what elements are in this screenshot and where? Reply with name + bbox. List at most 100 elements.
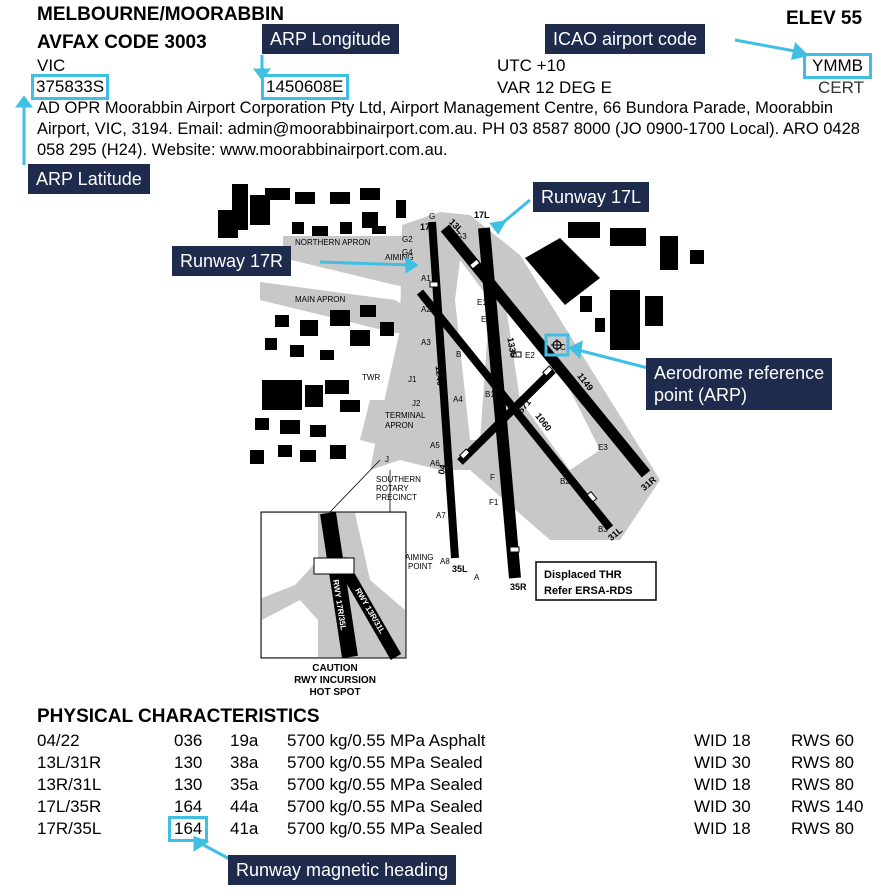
displaced-thr-line2: Refer ERSA-RDS bbox=[544, 585, 633, 597]
cell-heading: 036 bbox=[174, 731, 203, 750]
cell-pcn: 19a bbox=[230, 731, 259, 750]
cell-surface: 5700 kg/0.55 MPa Sealed bbox=[287, 819, 483, 838]
taxiway-g3: G3 bbox=[456, 232, 467, 241]
rwy-end-17l: 17L bbox=[474, 210, 490, 220]
taxiway-a3: A3 bbox=[421, 338, 431, 347]
main-apron bbox=[260, 282, 420, 333]
taxiway-g2: G2 bbox=[402, 235, 413, 244]
taxiway-e3: E3 bbox=[598, 443, 608, 452]
cell-heading: 130 bbox=[174, 775, 203, 794]
table-row: 04/22 036 19a 5700 kg/0.55 MPa Asphalt W… bbox=[0, 731, 886, 753]
table-row: 17R/35L 164 41a 5700 kg/0.55 MPa Sealed … bbox=[0, 816, 886, 842]
label-aiming: AIMING bbox=[385, 253, 413, 262]
avfax-code: AVFAX CODE 3003 bbox=[37, 32, 207, 53]
taxiway-b1: B1 bbox=[485, 390, 495, 399]
cell-runway: 17L/35R bbox=[37, 797, 102, 816]
taxiway-e2: E2 bbox=[525, 351, 535, 360]
cell-rws: RWS 80 bbox=[791, 753, 854, 772]
cell-rws: RWS 80 bbox=[791, 775, 854, 794]
terminal-apron bbox=[360, 400, 440, 450]
label-terminal-1: TERMINAL bbox=[385, 411, 426, 420]
rwy-end-35l: 35L bbox=[452, 564, 468, 574]
cell-rws: RWS 140 bbox=[791, 797, 864, 816]
cell-pcn: 38a bbox=[230, 753, 259, 772]
taxiway-b3: B3 bbox=[598, 525, 608, 534]
label-aiming-point-2: POINT bbox=[408, 562, 433, 571]
taxiway-a1: A1 bbox=[421, 274, 431, 283]
taxiway-j1: J1 bbox=[408, 375, 417, 384]
cell-runway: 17R/35L bbox=[37, 819, 102, 838]
callout-arp-latitude: ARP Latitude bbox=[28, 164, 150, 194]
airport-name: MELBOURNE/MOORABBIN bbox=[37, 4, 284, 25]
buildings bbox=[218, 184, 704, 464]
label-terminal-2: APRON bbox=[385, 421, 414, 430]
label-southern-1: SOUTHERN bbox=[376, 475, 421, 484]
callout-arp-line2: point (ARP) bbox=[654, 385, 748, 405]
cell-runway: 04/22 bbox=[37, 731, 80, 750]
cell-pcn: 44a bbox=[230, 797, 259, 816]
label-northern-apron: NORTHERN APRON bbox=[295, 238, 371, 247]
label-main-apron: MAIN APRON bbox=[295, 295, 345, 304]
cell-runway: 13L/31R bbox=[37, 753, 102, 772]
physical-title: PHYSICAL CHARACTERISTICS bbox=[37, 706, 320, 727]
taxiway-j: J bbox=[385, 455, 389, 464]
length-1335: 1335 bbox=[505, 337, 518, 358]
callout-icao-code: ICAO airport code bbox=[545, 24, 706, 54]
cell-width: WID 30 bbox=[694, 797, 751, 816]
rwy-end-35r: 35R bbox=[510, 582, 527, 592]
taxiway-f: F bbox=[490, 473, 495, 482]
taxiway-a: A bbox=[474, 573, 480, 582]
cell-runway: 13R/31L bbox=[37, 775, 102, 794]
taxiway-g4: G4 bbox=[402, 248, 413, 257]
elevation: ELEV 55 bbox=[786, 8, 863, 29]
taxiway-a2: A2 bbox=[421, 305, 431, 314]
taxiway-j2: J2 bbox=[412, 399, 421, 408]
taxiway-b2: B2 bbox=[560, 477, 570, 486]
rwy-end-04: 04 bbox=[436, 464, 448, 476]
taxiway-f1: F1 bbox=[489, 498, 499, 507]
cell-heading: 130 bbox=[174, 753, 203, 772]
label-twr: TWR bbox=[362, 373, 380, 382]
runway-17r-35l bbox=[428, 221, 459, 559]
table-row: 17L/35R 164 44a 5700 kg/0.55 MPa Sealed … bbox=[0, 797, 886, 819]
cell-surface: 5700 kg/0.55 MPa Sealed bbox=[287, 797, 483, 816]
state: VIC bbox=[37, 56, 66, 75]
cell-heading-highlighted: 164 bbox=[167, 816, 209, 842]
caution-line1: CAUTION bbox=[312, 663, 358, 674]
callout-runway-17r: Runway 17R bbox=[172, 246, 292, 276]
taxiway-a4: A4 bbox=[453, 395, 463, 404]
icao-code: YMMB bbox=[803, 53, 872, 79]
cell-heading: 164 bbox=[174, 797, 203, 816]
cell-width: WID 18 bbox=[694, 819, 751, 838]
label-aiming-point-1: AIMING bbox=[405, 553, 433, 562]
magnetic-variation: VAR 12 DEG E bbox=[497, 78, 612, 97]
cert: CERT bbox=[818, 78, 864, 97]
runway-04-22 bbox=[457, 367, 556, 465]
taxiway-a5: A5 bbox=[430, 441, 440, 450]
callout-arp-longitude: ARP Longitude bbox=[262, 24, 399, 54]
caution-line2: RWY INCURSION bbox=[294, 675, 376, 686]
taxiway-a7: A7 bbox=[436, 511, 446, 520]
label-southern-2: ROTARY bbox=[376, 484, 409, 493]
cell-rws: RWS 80 bbox=[791, 819, 854, 838]
table-row: 13L/31R 130 38a 5700 kg/0.55 MPa Sealed … bbox=[0, 753, 886, 775]
cell-surface: 5700 kg/0.55 MPa Asphalt bbox=[287, 731, 486, 750]
table-row: 13R/31L 130 35a 5700 kg/0.55 MPa Sealed … bbox=[0, 775, 886, 797]
aerodrome-operator-info: AD OPR Moorabbin Airport Corporation Pty… bbox=[37, 99, 860, 159]
infield-areas bbox=[455, 260, 600, 470]
taxiway-g: G bbox=[429, 212, 435, 221]
callout-magnetic-heading: Runway magnetic heading bbox=[228, 855, 457, 885]
arp-longitude: 1450608E bbox=[261, 74, 349, 100]
caution-line3: HOT SPOT bbox=[309, 687, 360, 698]
cell-width: WID 18 bbox=[694, 731, 751, 750]
hot-spot-inset: RWY 17R/35L RWY 13R/31L bbox=[260, 511, 407, 660]
hangar-large bbox=[525, 238, 600, 305]
callout-runway-17l: Runway 17L bbox=[533, 182, 650, 212]
displaced-thr-line1: Displaced THR bbox=[544, 569, 622, 581]
cell-pcn: 41a bbox=[230, 819, 259, 838]
taxiway-labels: G G2 G3 G4 A1 A2 A3 J1 J2 A4 A5 A6 A7 A8… bbox=[385, 212, 608, 582]
arp-latitude: 375833S bbox=[30, 74, 110, 100]
label-southern-3: PRECINCT bbox=[376, 493, 417, 502]
displaced-thr-box bbox=[535, 561, 657, 601]
